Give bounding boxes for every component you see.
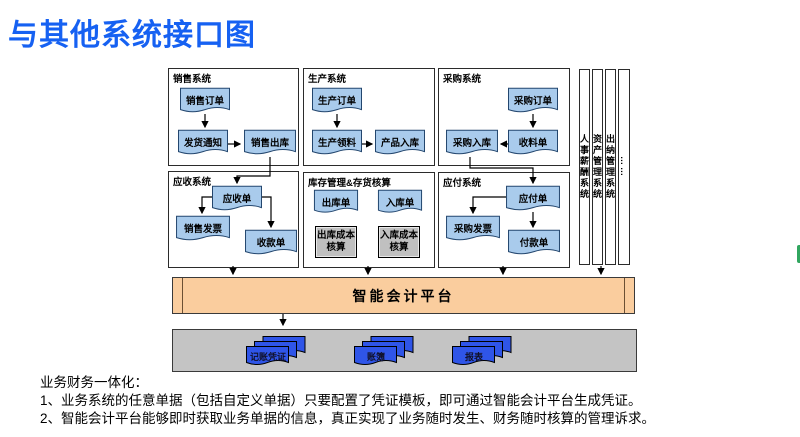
document-shape-icon xyxy=(176,216,230,246)
doc-purchase-inbound: 采购入库 xyxy=(446,130,498,160)
platform-right-edge-line xyxy=(624,278,625,313)
doc-receivable-bill: 应收单 xyxy=(212,186,262,216)
doc-product-inbound: 产品入库 xyxy=(375,130,425,160)
footer-item-1: 1、业务系统的任意单据（包括自定义单据）只要配置了凭证模板，即可通过智能会计平台… xyxy=(40,393,642,408)
outbound-cost-label: 出库成本核算 xyxy=(317,229,356,253)
doc-collection-bill-label: 收款单 xyxy=(256,238,286,250)
document-shape-icon xyxy=(375,130,425,160)
output-ledger-label: 账簿 xyxy=(366,352,385,362)
doc-purchase-order-label: 采购订单 xyxy=(513,96,552,108)
doc-product-inbound-label: 产品入库 xyxy=(380,138,419,150)
doc-sales-order-label: 销售订单 xyxy=(185,96,224,108)
doc-collection-bill: 收款单 xyxy=(245,230,297,260)
inbound-cost-label: 入库成本核算 xyxy=(380,229,419,253)
document-shape-icon xyxy=(312,88,362,118)
doc-purchase-order: 采购订单 xyxy=(508,88,558,118)
document-shape-icon xyxy=(506,186,560,216)
procurement-system-label: 采购系统 xyxy=(443,74,482,85)
output-report: 报表 xyxy=(452,336,512,368)
edge-logo-fragment xyxy=(797,245,800,263)
production-system-label: 生产系统 xyxy=(308,74,347,85)
platform-left-edge-line xyxy=(182,278,183,313)
document-shape-icon xyxy=(312,130,362,160)
page-title: 与其他系统接口图 xyxy=(8,19,256,52)
outbound-cost-box: 出库成本核算 xyxy=(315,226,357,258)
doc-sales-order: 销售订单 xyxy=(180,88,230,118)
doc-outbound-note-label: 出库单 xyxy=(321,198,351,210)
sales-system-label: 销售系统 xyxy=(173,74,212,85)
accounting-platform-label: 智能会计平台 xyxy=(352,287,455,304)
footer-item-2: 2、智能会计平台能够即时获取业务单据的信息，真正实现了业务随时发生、财务随时核算… xyxy=(40,411,656,426)
doc-delivery-notice: 发货通知 xyxy=(178,130,228,160)
document-shape-icon xyxy=(446,216,500,246)
inventory-system-label: 库存管理&存货核算 xyxy=(308,178,391,189)
doc-payable-bill: 应付单 xyxy=(506,186,560,216)
document-shape-icon xyxy=(314,190,358,218)
side-system-more: …… xyxy=(618,69,630,265)
doc-receivable-bill-label: 应收单 xyxy=(222,194,252,206)
document-shape-icon xyxy=(245,230,297,260)
doc-purchase-invoice: 采购发票 xyxy=(446,216,500,246)
doc-purchase-invoice-label: 采购发票 xyxy=(453,224,492,236)
doc-material-receipt-label: 收料单 xyxy=(518,138,548,150)
document-shape-icon xyxy=(212,186,262,216)
accounting-platform-bar: 智能会计平台 xyxy=(172,277,635,314)
doc-production-material: 生产领料 xyxy=(312,130,362,160)
doc-production-material-label: 生产领料 xyxy=(317,138,356,150)
doc-material-receipt: 收料单 xyxy=(508,130,558,160)
stacked-documents-icon xyxy=(354,336,414,365)
doc-production-order-label: 生产订单 xyxy=(317,96,356,108)
inbound-cost-box: 入库成本核算 xyxy=(378,226,420,258)
document-shape-icon xyxy=(508,88,558,118)
doc-production-order: 生产订单 xyxy=(312,88,362,118)
side-system-more-label: …… xyxy=(619,156,629,178)
document-shape-icon xyxy=(378,190,422,218)
payable-system-label: 应付系统 xyxy=(443,178,482,189)
receivable-system-label: 应收系统 xyxy=(173,177,212,188)
side-system-hr-payroll: 人事薪酬系统 xyxy=(579,69,590,265)
stacked-documents-icon xyxy=(452,336,512,365)
doc-inbound-note-label: 入库单 xyxy=(385,198,415,210)
output-voucher-label: 记账凭证 xyxy=(249,352,286,362)
document-shape-icon xyxy=(508,230,560,260)
footer-heading: 业务财务一体化： xyxy=(40,375,148,390)
doc-sales-invoice: 销售发票 xyxy=(176,216,230,246)
doc-payment-bill-label: 付款单 xyxy=(519,238,549,250)
doc-payable-bill-label: 应付单 xyxy=(518,194,548,206)
doc-inbound-note: 入库单 xyxy=(378,190,422,218)
doc-purchase-inbound-label: 采购入库 xyxy=(452,138,491,150)
document-shape-icon xyxy=(180,88,230,118)
document-shape-icon xyxy=(508,130,558,160)
side-system-cashier-mgmt: 出纳管理系统 xyxy=(605,69,616,265)
output-report-label: 报表 xyxy=(464,352,483,362)
doc-sales-outbound-label: 销售出库 xyxy=(250,138,289,150)
doc-payment-bill: 付款单 xyxy=(508,230,560,260)
doc-sales-outbound: 销售出库 xyxy=(244,130,296,160)
side-system-asset-mgmt-label: 资产管理系统 xyxy=(592,134,602,200)
doc-delivery-notice-label: 发货通知 xyxy=(183,138,222,150)
doc-outbound-note: 出库单 xyxy=(314,190,358,218)
side-system-cashier-mgmt-label: 出纳管理系统 xyxy=(605,134,615,200)
document-shape-icon xyxy=(244,130,296,160)
output-ledger: 账簿 xyxy=(354,336,414,368)
document-shape-icon xyxy=(178,130,228,160)
output-voucher: 记账凭证 xyxy=(246,336,306,368)
side-system-hr-payroll-label: 人事薪酬系统 xyxy=(579,134,589,200)
document-shape-icon xyxy=(446,130,498,160)
stacked-documents-icon xyxy=(246,336,306,365)
side-system-asset-mgmt: 资产管理系统 xyxy=(592,69,603,265)
footer-notes: 业务财务一体化： 1、业务系统的任意单据（包括自定义单据）只要配置了凭证模板，即… xyxy=(40,374,655,428)
doc-sales-invoice-label: 销售发票 xyxy=(183,224,222,236)
